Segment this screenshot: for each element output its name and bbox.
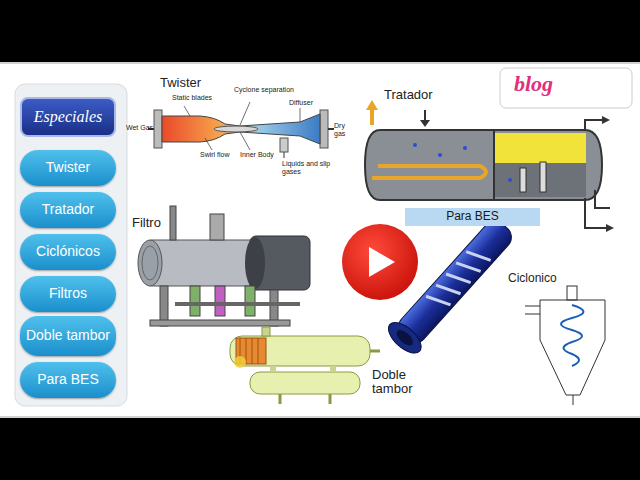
part-label: Inner Body bbox=[240, 151, 274, 159]
menu-button: Doble tambor bbox=[20, 316, 116, 356]
part-label: Ciclonico bbox=[508, 272, 557, 285]
menu-button: Filtros bbox=[20, 276, 116, 312]
node-text: Twister bbox=[46, 160, 90, 175]
logo-text: blog bbox=[514, 72, 553, 96]
twister-drawing bbox=[148, 102, 334, 158]
node-text: Para BES bbox=[446, 210, 499, 223]
part-label: Liquids and slip gases bbox=[282, 160, 338, 175]
header-box: Especiales bbox=[20, 97, 116, 137]
part-label: Doble tambor bbox=[372, 368, 424, 397]
filtro-drawing bbox=[138, 206, 310, 326]
menu-button: Ciclónicos bbox=[20, 234, 116, 270]
ciclonico-drawing bbox=[525, 286, 605, 405]
part-label: Static blades bbox=[172, 94, 212, 102]
part-label: Filtro bbox=[132, 216, 161, 230]
part-label: Twister bbox=[160, 76, 201, 90]
node-text: Tratador bbox=[42, 202, 94, 217]
doble-tambor-drawing bbox=[230, 327, 380, 404]
part-label: Dry gas bbox=[334, 122, 352, 137]
menu-button: Twister bbox=[20, 150, 116, 186]
node-text: Filtros bbox=[49, 286, 87, 301]
play-button bbox=[342, 224, 418, 300]
part-label: Swirl flow bbox=[200, 151, 230, 159]
node-text: Especiales bbox=[34, 108, 102, 126]
part-label: Diffuser bbox=[289, 99, 313, 107]
tratador-drawing bbox=[365, 100, 614, 232]
part-label: Tratador bbox=[384, 88, 433, 102]
part-label: Wet Gas bbox=[126, 124, 153, 132]
menu-button: Para BES bbox=[20, 362, 116, 398]
part-label: Cyclone separation bbox=[234, 86, 294, 94]
node-text: Doble tambor bbox=[26, 328, 110, 343]
node-text: Para BES bbox=[37, 372, 98, 387]
menu-button: Tratador bbox=[20, 192, 116, 228]
node-text: Ciclónicos bbox=[36, 244, 100, 259]
caption-band: Para BES bbox=[405, 208, 540, 226]
